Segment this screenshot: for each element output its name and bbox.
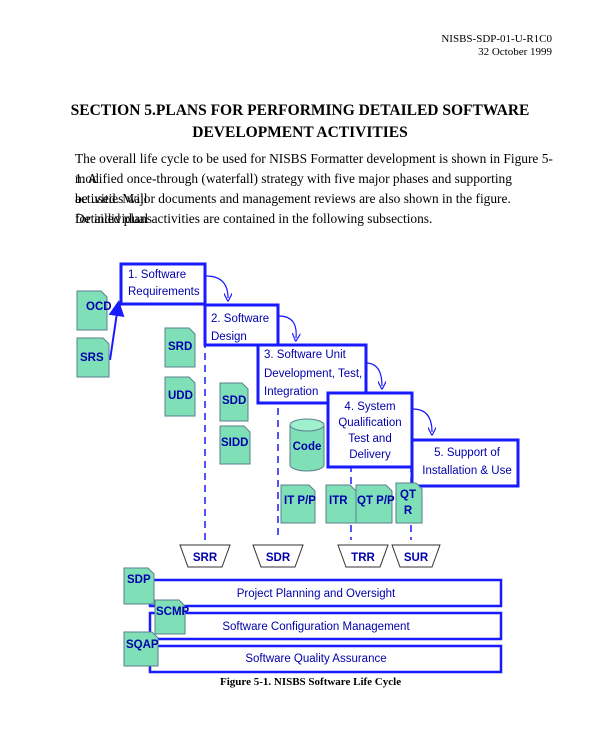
phase-4-label-a: 4. System: [344, 401, 395, 413]
doc-ocd: OCD: [76, 290, 112, 331]
doc-sidd: SIDD: [219, 425, 251, 465]
doc-sqap-label: SQAP: [126, 639, 159, 651]
figure-caption: Figure 5-1. NISBS Software Life Cycle: [220, 676, 402, 688]
phase-3-label-c: Integration: [264, 386, 318, 398]
review-trr-label: TRR: [351, 552, 375, 564]
bar-configuration-management-label: Software Configuration Management: [222, 621, 410, 633]
life-cycle-diagram: 1. Software Requirements 2. Software Des…: [76, 262, 520, 674]
doc-qtr: QT R: [395, 482, 423, 524]
document-date: 32 October 1999: [478, 46, 552, 58]
feedback-arrow: [108, 300, 125, 361]
doc-srd: SRD: [164, 327, 196, 368]
doc-itr: ITR: [325, 484, 357, 524]
phase-1-label-b: Requirements: [128, 286, 200, 298]
doc-it-pp: IT P/P: [280, 484, 316, 524]
phase-box-1: 1. Software Requirements: [119, 262, 207, 306]
phase-4-label-c: Test and: [348, 433, 391, 445]
doc-sdd: SDD: [219, 382, 249, 422]
review-srr-label: SRR: [193, 552, 218, 564]
doc-srs-label: SRS: [80, 352, 104, 364]
doc-scmp-label: SCMP: [156, 606, 190, 618]
phase-box-2: 2. Software Design: [203, 303, 280, 347]
paragraph-line-2: modified once-through (waterfall) strate…: [75, 171, 512, 206]
doc-itr-label: ITR: [329, 495, 348, 507]
code-cylinder-icon: Code: [289, 418, 325, 472]
phase-4-label-b: Qualification: [338, 417, 401, 429]
doc-sqap: SQAP: [123, 631, 159, 667]
doc-udd-label: UDD: [168, 390, 193, 402]
doc-qtr-label-b: R: [404, 505, 413, 517]
phase-box-5: 5. Support of Installation & Use: [410, 438, 520, 488]
bar-project-planning: Project Planning and Oversight: [148, 578, 503, 608]
doc-udd: UDD: [164, 376, 196, 417]
doc-ocd-label: OCD: [86, 301, 112, 313]
phase-5-label-a: 5. Support of: [434, 447, 501, 459]
doc-sidd-label: SIDD: [221, 437, 248, 449]
section-title-line-2: DEVELOPMENT ACTIVITIES: [192, 124, 408, 141]
phase-4-label-d: Delivery: [349, 449, 391, 461]
phase-3-label-b: Development, Test,: [264, 368, 362, 380]
phase-2-label-a: 2. Software: [211, 313, 269, 325]
review-sur: SUR: [391, 544, 441, 568]
doc-qt-pp-label: QT P/P: [357, 495, 395, 507]
doc-srd-label: SRD: [168, 341, 192, 353]
bar-configuration-management: Software Configuration Management: [148, 611, 503, 641]
review-sdr: SDR: [252, 544, 304, 568]
doc-srs: SRS: [76, 337, 110, 378]
section-title-line-1: SECTION 5.PLANS FOR PERFORMING DETAILED …: [70, 102, 530, 119]
review-sdr-label: SDR: [266, 552, 291, 564]
doc-it-pp-label: IT P/P: [284, 495, 316, 507]
paragraph-line-4: for individual activities are contained …: [75, 211, 433, 226]
transition-arrows: [205, 275, 432, 432]
review-sur-label: SUR: [404, 552, 429, 564]
phase-5-label-b: Installation & Use: [422, 465, 512, 477]
review-srr: SRR: [179, 544, 231, 568]
bar-quality-assurance: Software Quality Assurance: [148, 644, 503, 674]
paragraph-line-1: The overall life cycle to be used for NI…: [75, 151, 553, 186]
phase-2-label-b: Design: [211, 331, 247, 343]
phase-3-label-a: 3. Software Unit: [264, 349, 347, 361]
bar-project-planning-label: Project Planning and Oversight: [237, 588, 396, 600]
doc-sdd-label: SDD: [222, 395, 246, 407]
doc-qt-pp: QT P/P: [355, 484, 395, 524]
document-id: NISBS-SDP-01-U-R1C0: [441, 33, 552, 45]
phase-1-label-a: 1. Software: [128, 269, 186, 281]
review-trr: TRR: [337, 544, 389, 568]
doc-scmp: SCMP: [154, 599, 190, 635]
doc-code-label: Code: [293, 441, 322, 453]
doc-qtr-label-a: QT: [400, 489, 416, 501]
paragraph-line-3: be used. Major documents and management …: [75, 191, 511, 226]
doc-sdp-label: SDP: [127, 574, 151, 586]
bar-quality-assurance-label: Software Quality Assurance: [245, 653, 386, 665]
doc-sdp: SDP: [123, 567, 155, 605]
phase-box-4: 4. System Qualification Test and Deliver…: [326, 391, 414, 469]
